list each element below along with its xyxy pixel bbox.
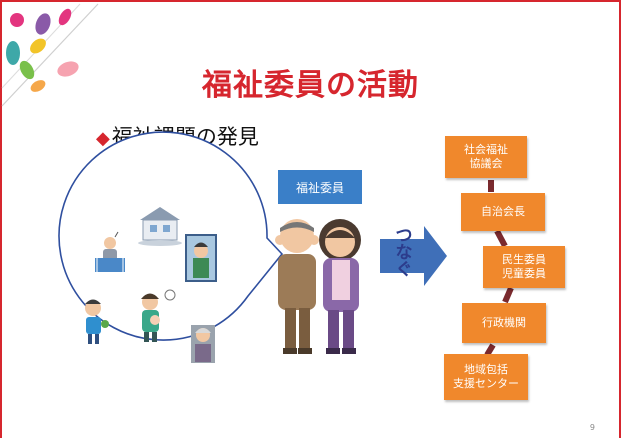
- child-icon: [85, 299, 109, 344]
- org-box-community-support-center: 地域包括 支援センター: [444, 354, 528, 400]
- connect-label: つなぐ: [395, 226, 413, 280]
- slide-title: 福祉委員の活動: [202, 68, 419, 103]
- house-icon: [138, 207, 182, 246]
- elderly-woman-icon: [319, 219, 361, 354]
- diamond-bullet: ◆: [96, 128, 110, 149]
- org-box-administrative-agency: 行政機関: [462, 303, 546, 343]
- page-number: 9: [589, 423, 595, 432]
- worried-elderly-man-icon: [95, 231, 125, 272]
- elderly-man-icon: [275, 219, 319, 354]
- sad-man-at-window-icon: [185, 234, 217, 282]
- flower-petal-icon: [6, 8, 79, 92]
- connect-arrow-icon: [380, 226, 447, 286]
- parent-with-baby-icon: [141, 289, 176, 342]
- corner-decoration: [1, 3, 99, 107]
- org-box-neighborhood-association-head: 自治会長: [461, 193, 545, 231]
- org-box-social-welfare-council: 社会福祉 協議会: [445, 136, 527, 178]
- lonely-elderly-woman-icon: [191, 325, 215, 363]
- org-box-welfare-and-child-commissioners: 民生委員 児童委員: [483, 246, 565, 288]
- welfare-committee-label: 福祉委員: [278, 170, 362, 204]
- organization-connector: [484, 180, 514, 357]
- frame-left-rule: [0, 2, 2, 438]
